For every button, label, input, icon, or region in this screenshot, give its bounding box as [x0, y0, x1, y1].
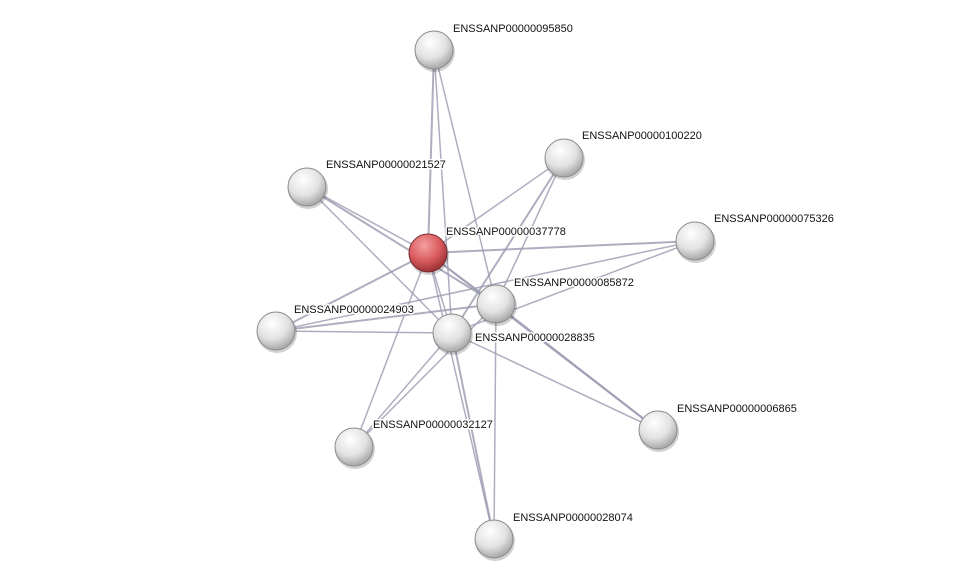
node-label: ENSSANP00000032127	[373, 419, 493, 431]
labels-layer: ENSSANP00000095850ENSSANP00000100220ENSS…	[293, 22, 836, 526]
node-circle[interactable]	[544, 138, 584, 178]
node-label: ENSSANP00000100220	[582, 130, 702, 142]
edge[interactable]	[275, 303, 497, 332]
node-label: ENSSANP00000075326	[714, 213, 834, 225]
node-circle[interactable]	[474, 519, 514, 559]
edge[interactable]	[353, 252, 429, 448]
edge[interactable]	[495, 157, 565, 305]
edge[interactable]	[451, 332, 659, 431]
edge[interactable]	[427, 157, 565, 254]
node[interactable]	[474, 519, 515, 561]
query-node-circle[interactable]	[408, 233, 448, 273]
node-circle[interactable]	[256, 311, 296, 351]
node-label: ENSSANP00000021527	[326, 159, 446, 171]
edge[interactable]	[306, 186, 429, 254]
node-label: ENSSANP00000028074	[513, 512, 633, 524]
node[interactable]	[544, 138, 585, 180]
edge[interactable]	[427, 240, 696, 254]
edge[interactable]	[451, 332, 495, 540]
node-circle[interactable]	[675, 221, 715, 261]
nodes-layer	[256, 30, 716, 561]
node-circle[interactable]	[432, 313, 472, 353]
node-label: ENSSANP00000028835	[475, 332, 595, 344]
node-label: ENSSANP00000037778	[446, 226, 566, 238]
edge[interactable]	[427, 252, 495, 540]
node[interactable]	[334, 427, 375, 469]
node[interactable]	[432, 313, 473, 355]
edge[interactable]	[493, 303, 497, 540]
edge[interactable]	[353, 303, 497, 448]
node[interactable]	[476, 284, 517, 326]
node[interactable]	[414, 30, 455, 72]
edge[interactable]	[433, 49, 453, 334]
node-circle[interactable]	[638, 410, 678, 450]
edge[interactable]	[495, 303, 659, 431]
node-label: ENSSANP00000006865	[677, 403, 797, 415]
edge[interactable]	[275, 252, 429, 332]
node[interactable]	[256, 311, 297, 353]
edge[interactable]	[451, 157, 565, 334]
edge[interactable]	[306, 186, 497, 305]
node-circle[interactable]	[476, 284, 516, 324]
edge[interactable]	[353, 332, 453, 448]
edge[interactable]	[275, 240, 696, 332]
edge[interactable]	[306, 186, 453, 334]
node-circle[interactable]	[287, 167, 327, 207]
node[interactable]	[408, 233, 449, 275]
edge[interactable]	[275, 330, 453, 334]
node[interactable]	[287, 167, 328, 209]
node-label: ENSSANP00000024903	[294, 304, 414, 316]
node-label: ENSSANP00000095850	[453, 23, 573, 35]
node-circle[interactable]	[414, 30, 454, 70]
node[interactable]	[675, 221, 716, 263]
edge[interactable]	[427, 49, 435, 254]
node-label: ENSSANP00000085872	[514, 277, 634, 289]
edge[interactable]	[433, 49, 497, 305]
node-circle[interactable]	[334, 427, 374, 467]
node[interactable]	[638, 410, 679, 452]
